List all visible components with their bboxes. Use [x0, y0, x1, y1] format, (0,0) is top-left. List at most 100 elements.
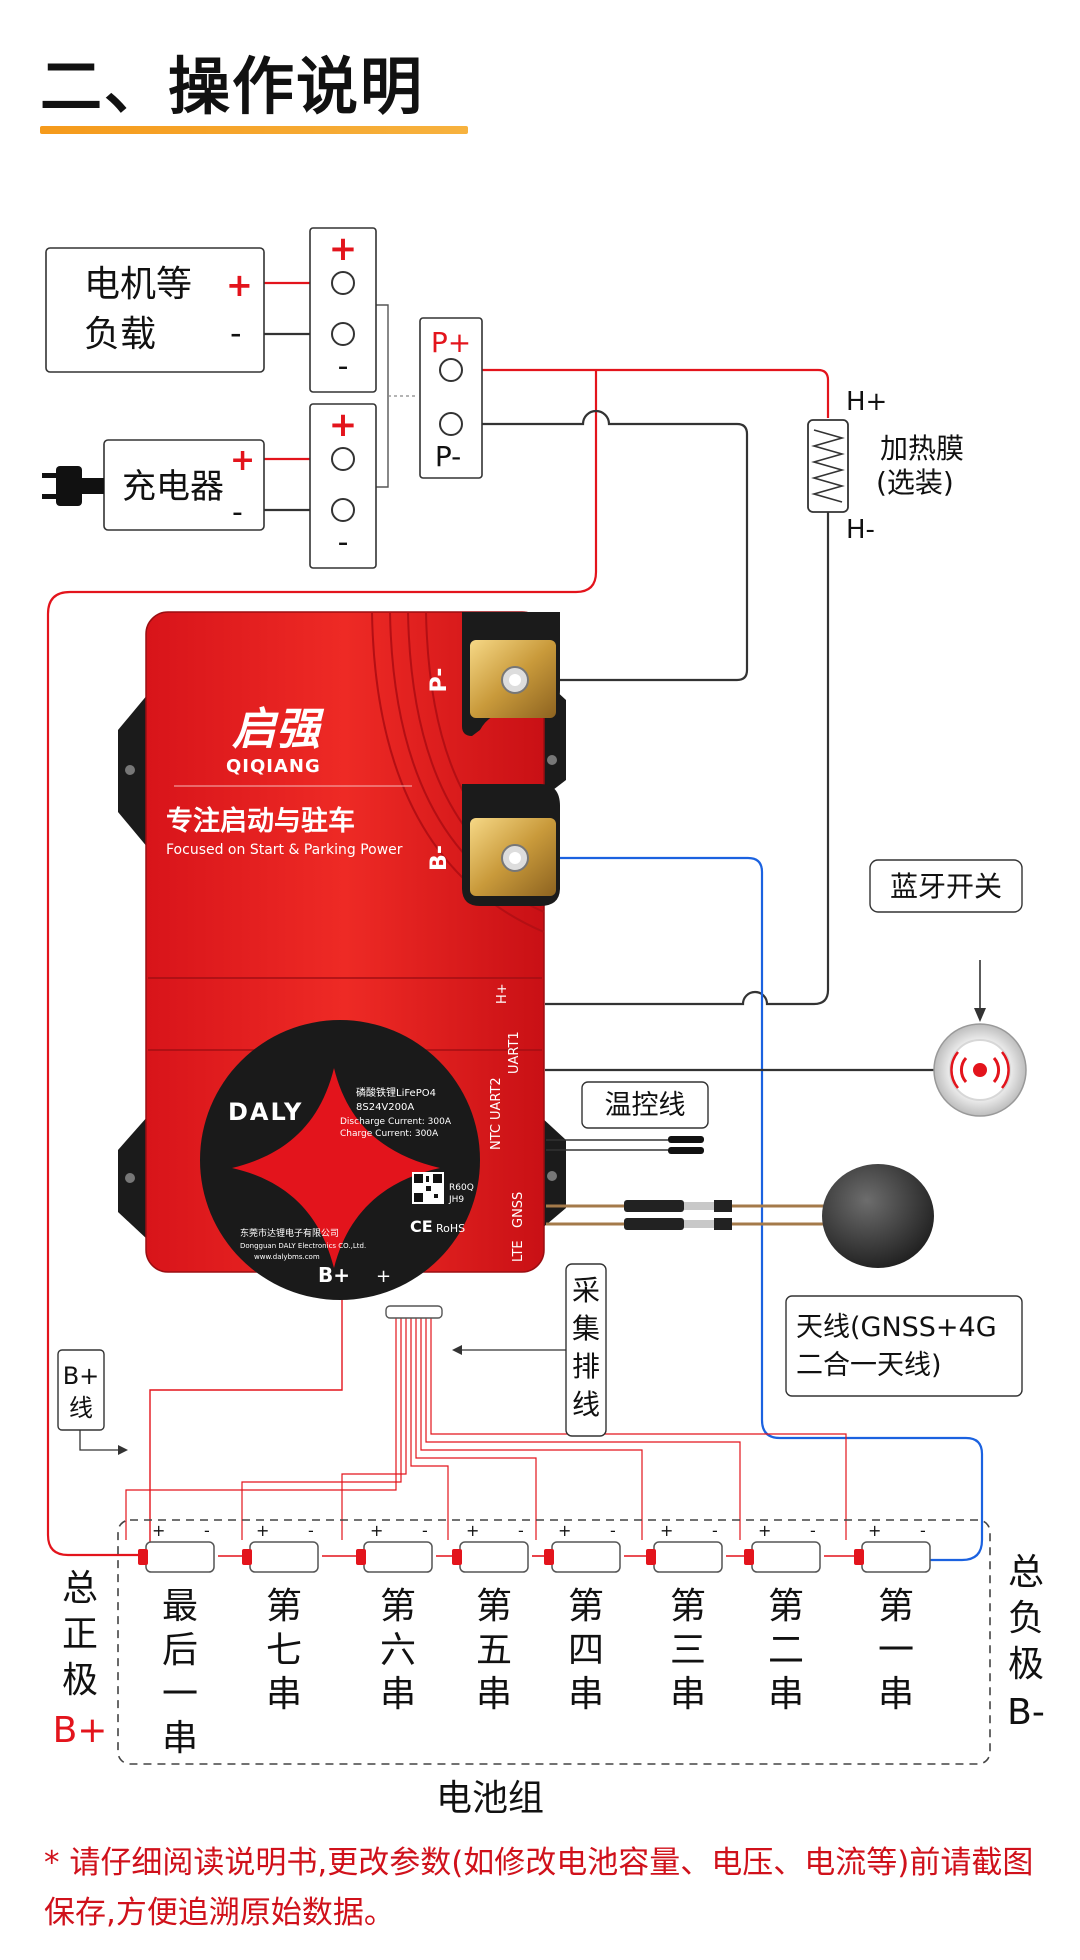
sampling-wire — [341, 1318, 407, 1540]
load-label-2: 负载 — [84, 314, 156, 355]
bms-model-2: JH9 — [448, 1195, 464, 1205]
battery-cell: +-第四串 — [544, 1521, 621, 1715]
daly-logo: DALY — [228, 1098, 303, 1126]
cell-label-char: 串 — [670, 1674, 706, 1715]
battery-cell: +-第二串 — [744, 1521, 821, 1715]
port-uart1: UART1 — [507, 1031, 522, 1074]
p-minus-label: P- — [435, 440, 461, 473]
bms-website: www.dalybms.com — [254, 1253, 320, 1261]
total-negative-sign: B- — [1007, 1692, 1045, 1733]
bms-unit: P- B- 启强 QIQIANG 专注启动与驻车 Focused on Star… — [118, 611, 566, 1300]
bms-plus-label: + — [376, 1266, 391, 1287]
brand-name-en: QIQIANG — [226, 756, 321, 777]
antenna-puck-icon — [822, 1164, 934, 1268]
total-positive-wire — [46, 370, 598, 1557]
sampling-wire — [420, 1318, 643, 1540]
cell-minus: - — [610, 1521, 616, 1540]
sampling-char-4: 线 — [572, 1388, 600, 1421]
cell-minus: - — [204, 1521, 210, 1540]
port-ntc: NTC — [489, 1124, 504, 1150]
p-plus-heater-wire — [463, 368, 830, 418]
battery-pack-outline — [117, 1519, 991, 1765]
sampling-wire — [425, 1318, 741, 1540]
charger-label: 充电器 — [122, 467, 224, 507]
cell-label-char: 三 — [670, 1630, 706, 1671]
cell-label-char: 第 — [768, 1586, 804, 1627]
cell-label-char: 后 — [162, 1630, 198, 1671]
sampling-wire — [430, 1318, 847, 1540]
cell-label-char: 七 — [266, 1630, 302, 1671]
heater-hminus: H- — [846, 515, 875, 545]
sampling-connector — [385, 1305, 443, 1319]
total-negative-char-3: 极 — [1008, 1644, 1044, 1685]
ce-mark: CE — [410, 1217, 433, 1236]
sampling-harness — [125, 1318, 847, 1540]
battery-cell: +-第七串 — [242, 1521, 319, 1715]
battery-cell: +-第五串 — [452, 1521, 529, 1715]
title-underline — [40, 126, 468, 134]
total-positive-sign: B+ — [53, 1710, 108, 1751]
bluetooth-label: 蓝牙开关 — [890, 870, 1002, 903]
plug-icon — [42, 466, 104, 506]
heater-label-2: (选装) — [876, 466, 954, 499]
heater-label-1: 加热膜 — [880, 432, 964, 465]
b-plus-wire-label-1: B+ — [63, 1362, 100, 1390]
antenna-label-1: 天线(GNSS+4G — [796, 1312, 997, 1343]
brand-name: 启强 — [232, 704, 325, 755]
charger-plus: + — [230, 443, 255, 478]
b-plus-label-arrow — [79, 1430, 120, 1451]
cell-minus: - — [712, 1521, 718, 1540]
bms-p-minus-label: P- — [427, 668, 452, 693]
cell-minus: - — [308, 1521, 314, 1540]
cell-label-char: 第 — [670, 1586, 706, 1627]
battery-cell: +-第三串 — [646, 1521, 723, 1715]
cell-label-char: 第 — [266, 1586, 302, 1627]
total-negative-char-2: 负 — [1008, 1598, 1044, 1639]
cell-label-char: 一 — [878, 1630, 914, 1671]
bluetooth-button-icon — [933, 1023, 1027, 1117]
temp-wire-label: 温控线 — [605, 1090, 686, 1121]
bms-spec-2: 8S24V200A — [356, 1102, 414, 1113]
bms-spec-4: Charge Current: 300A — [340, 1129, 439, 1139]
footnote: * 请仔细阅读说明书,更改参数(如修改电池容量、电压、电流等)前请截图保存,方便… — [44, 1845, 1034, 1931]
bms-company: 东莞市达锂电子有限公司 — [240, 1227, 339, 1239]
bms-slogan: 专注启动与驻车 — [166, 805, 355, 837]
p-minus-wire — [463, 409, 749, 682]
cell-label-char: 最 — [162, 1586, 198, 1627]
coil-icon — [807, 419, 849, 513]
cell-label-char: 串 — [568, 1674, 604, 1715]
bms-hplus-label: H+ — [495, 983, 510, 1004]
bms-spec-3: Discharge Current: 300A — [340, 1117, 452, 1127]
battery-pack-label: 电池组 — [436, 1778, 544, 1819]
load-label-1: 电机等 — [84, 264, 192, 305]
cell-plus: + — [466, 1521, 479, 1540]
switch-bottom-plus: + — [329, 405, 358, 445]
cell-label-char: 串 — [878, 1674, 914, 1715]
cell-plus: + — [868, 1521, 881, 1540]
cell-minus: - — [518, 1521, 524, 1540]
cell-label-char: 串 — [380, 1674, 416, 1715]
b-plus-sample-wire — [149, 1290, 343, 1550]
load-plus: + — [226, 266, 253, 304]
heater: H+ H- 加热膜 (选装) — [807, 387, 964, 545]
total-positive-char-3: 极 — [62, 1660, 98, 1701]
cell-label-char: 一 — [162, 1674, 198, 1715]
bms-slogan-en: Focused on Start & Parking Power — [166, 842, 403, 858]
sampling-char-2: 集 — [572, 1312, 600, 1345]
load-minus: - — [230, 314, 242, 352]
sampling-wire — [125, 1318, 397, 1540]
cell-plus: + — [256, 1521, 269, 1540]
bms-model: R60Q — [449, 1183, 474, 1193]
cell-plus: + — [758, 1521, 771, 1540]
total-negative-char-1: 总 — [1008, 1552, 1044, 1593]
antenna-label-2: 二合一天线) — [796, 1350, 942, 1381]
cell-label-char: 第 — [568, 1586, 604, 1627]
bluetooth-arrow-head — [974, 1008, 986, 1022]
b-plus-wire-label-box: B+ 线 — [57, 1349, 105, 1431]
cell-plus: + — [152, 1521, 165, 1540]
charger-box: 充电器 + - — [42, 439, 265, 531]
cell-label-char: 五 — [476, 1630, 512, 1671]
load-box: 电机等 负载 + - — [45, 247, 265, 373]
sampling-wire — [410, 1318, 449, 1540]
